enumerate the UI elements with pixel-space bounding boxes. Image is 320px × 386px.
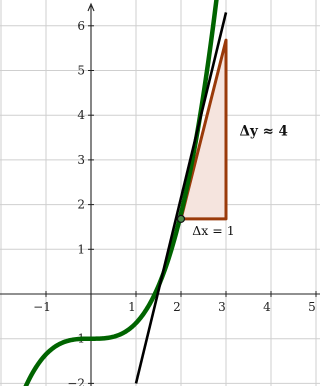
x-tick-label: 3 bbox=[218, 300, 226, 314]
tangent-point bbox=[176, 214, 186, 224]
x-tick-label: −1 bbox=[33, 300, 51, 314]
cubic-curve bbox=[23, 0, 219, 386]
delta-x-label: Δx = 1 bbox=[192, 223, 234, 238]
x-tick-label: 2 bbox=[173, 300, 181, 314]
y-tick-label: 5 bbox=[77, 64, 85, 78]
x-tick-label: 1 bbox=[128, 300, 136, 314]
y-tick-label: 4 bbox=[77, 108, 85, 122]
y-tick-label: 2 bbox=[77, 198, 85, 212]
y-tick-label: −2 bbox=[67, 376, 85, 386]
x-tick-label: 5 bbox=[308, 300, 316, 314]
y-axis-arrow bbox=[87, 2, 95, 12]
slope-triangle bbox=[179, 38, 228, 221]
y-tick-label: 6 bbox=[77, 19, 85, 33]
delta-y-label: Δy ≈ 4 bbox=[240, 123, 288, 139]
y-tick-label: 3 bbox=[77, 153, 85, 167]
tangent-line bbox=[134, 12, 228, 384]
x-tick-label: 4 bbox=[263, 300, 271, 314]
y-tick-label: 1 bbox=[77, 242, 85, 256]
